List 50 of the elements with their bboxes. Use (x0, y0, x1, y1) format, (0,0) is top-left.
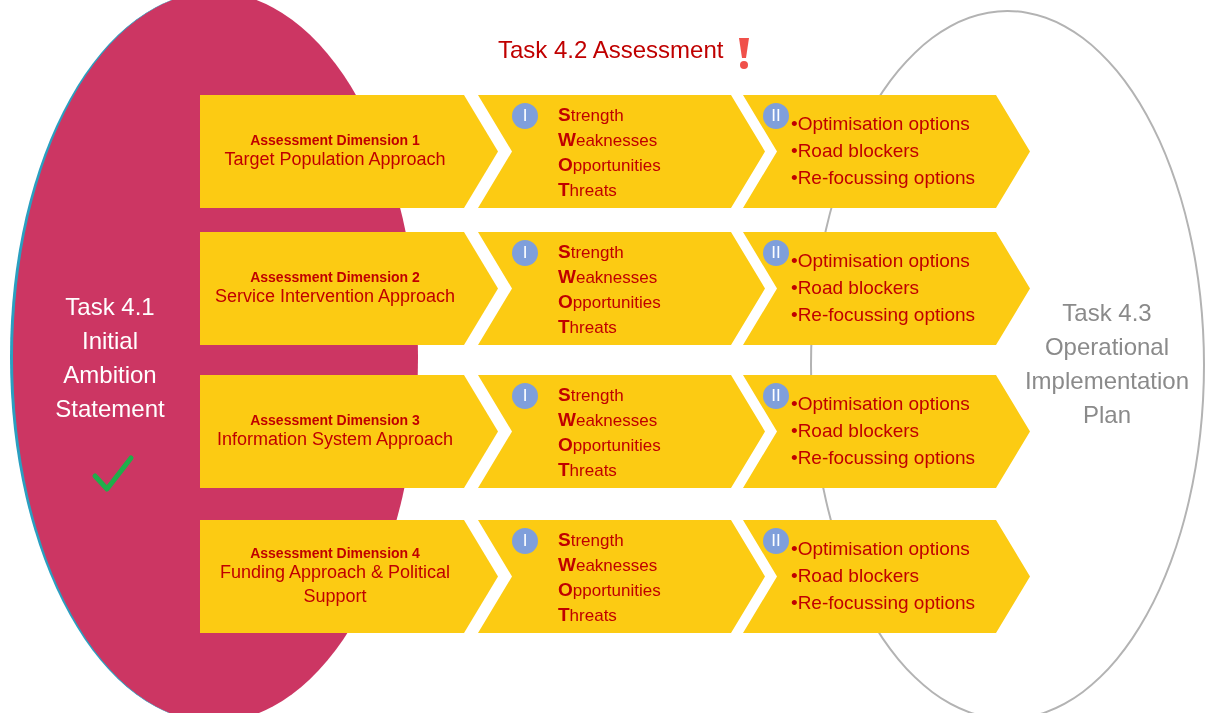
swot-item: Weaknesses (558, 408, 659, 432)
bullet-item: •Optimisation options (791, 112, 971, 136)
process-step (743, 232, 1030, 345)
swot-item: Strength (558, 240, 625, 264)
swot-item: Threats (558, 315, 618, 339)
bullet-item: •Re-focussing options (791, 303, 976, 327)
swot-item: Opportunities (558, 153, 661, 177)
bullet-item: •Road blockers (791, 564, 921, 588)
swot-item: Weaknesses (558, 553, 659, 577)
swot-item: Threats (558, 458, 618, 482)
process-step (200, 375, 498, 488)
swot-item: Opportunities (558, 433, 661, 457)
bullet-item: •Optimisation options (791, 249, 971, 273)
bullet-item: •Re-focussing options (791, 166, 976, 190)
bullet-item: •Road blockers (791, 419, 921, 443)
swot-item: Strength (558, 528, 625, 552)
bullet-item: •Optimisation options (791, 537, 971, 561)
ellipse-label: Task 4.3 Operational Implementation Plan (1023, 298, 1191, 430)
dimension-name: Information System Approach (215, 427, 455, 451)
bullet-item: •Re-focussing options (791, 591, 976, 615)
swot-item: Weaknesses (558, 128, 659, 152)
dimension-name: Service Intervention Approach (213, 284, 457, 308)
bullet-item: •Road blockers (791, 276, 921, 300)
process-step (743, 520, 1030, 633)
bullet-item: •Re-focussing options (791, 446, 976, 470)
process-step (478, 520, 765, 633)
dimension-name: Funding Approach & Political Support (218, 561, 452, 608)
process-step (478, 232, 765, 345)
swot-item: Weaknesses (558, 265, 659, 289)
swot-item: Opportunities (558, 290, 661, 314)
ellipse-label: Task 4.1 Initial Ambition Statement (54, 292, 166, 424)
process-step (743, 95, 1030, 208)
dimension-heading: Assessment Dimension 4 (249, 545, 421, 562)
diagram-title: Task 4.2 Assessment (498, 36, 724, 64)
swot-item: Strength (558, 383, 625, 407)
bullet-item: •Road blockers (791, 139, 921, 163)
swot-item: Threats (558, 603, 618, 627)
dimension-heading: Assessment Dimension 1 (249, 131, 421, 148)
dimension-heading: Assessment Dimension 2 (249, 268, 421, 285)
bullet-item: •Optimisation options (791, 392, 971, 416)
process-step (200, 520, 498, 633)
process-step (478, 375, 765, 488)
process-step (200, 95, 498, 208)
dimension-name: Target Population Approach (223, 147, 447, 171)
dimension-heading: Assessment Dimension 3 (249, 411, 421, 428)
process-step (478, 95, 765, 208)
process-step (200, 232, 498, 345)
swot-item: Strength (558, 103, 625, 127)
swot-item: Opportunities (558, 578, 661, 602)
swot-item: Threats (558, 178, 618, 202)
